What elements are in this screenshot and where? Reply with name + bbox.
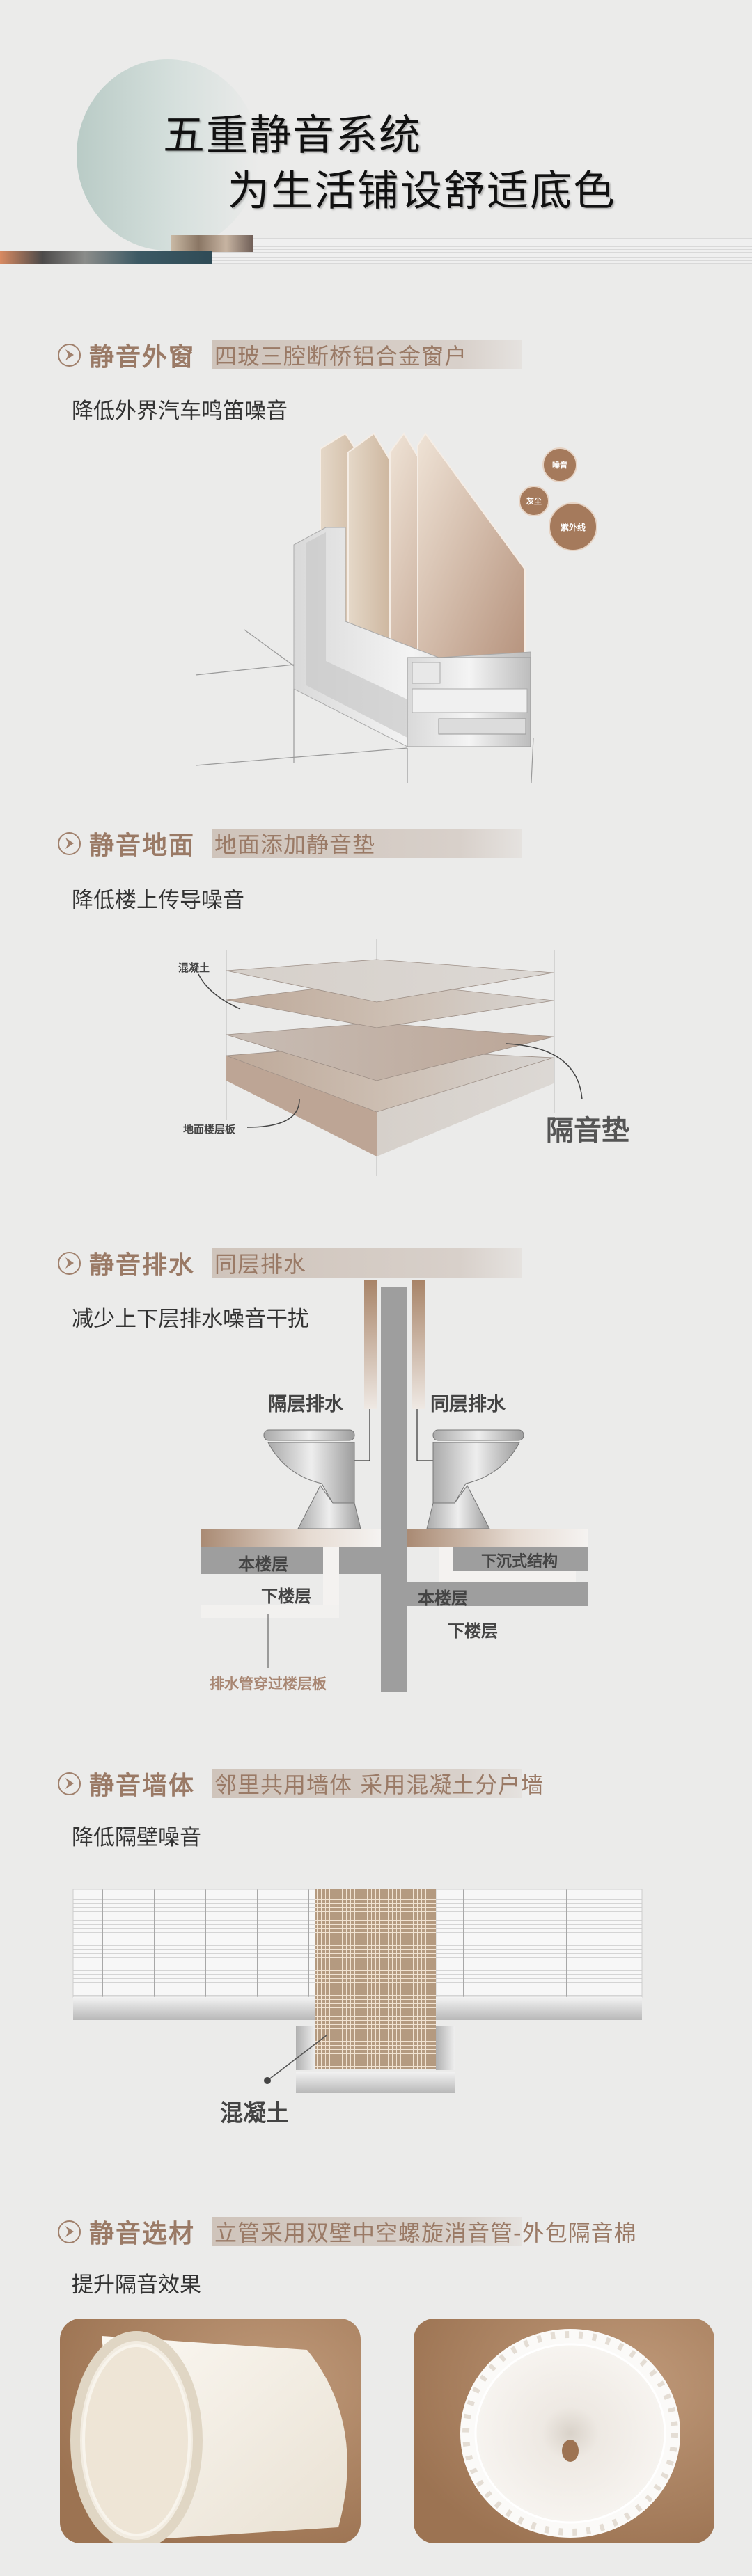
section-highlight: 地面添加静音垫	[214, 832, 376, 858]
section-title: 静音排水	[89, 1251, 196, 1280]
label-this-floor-left: 本楼层	[238, 1555, 288, 1574]
floor-slab-left	[226, 1056, 377, 1156]
highlight-box	[212, 829, 522, 858]
chevron-circle-icon	[58, 1772, 81, 1795]
section-title: 静音外窗	[89, 343, 196, 372]
section-highlight: 邻里共用墙体 采用混凝土分户墙	[214, 1772, 545, 1798]
wall-left	[72, 1889, 316, 1998]
label-concrete: 混凝土	[178, 962, 210, 974]
main-stack-pipe	[381, 1287, 407, 1692]
chevron-circle-icon	[58, 2220, 81, 2243]
section-subtitle: 提升隔音效果	[72, 2273, 201, 2298]
section-heading-window: 静音外窗 四玻三腔断桥铝合金窗户	[58, 340, 522, 372]
hero-photo-strip-top	[171, 235, 253, 252]
highlight-box	[212, 1769, 522, 1798]
label-this-floor-right: 本楼层	[418, 1589, 468, 1608]
hero-line-strip-top	[253, 238, 752, 252]
glass-pane-4	[417, 432, 526, 679]
section-highlight: 同层排水	[214, 1251, 307, 1278]
label-sound-pad: 隔音垫	[546, 1115, 629, 1147]
hero-line-strip-bottom	[212, 252, 752, 264]
section-title: 静音墙体	[89, 1772, 196, 1800]
bubble-uv: 紫外线	[549, 502, 597, 551]
section-heading-material: 静音选材 立管采用双壁中空螺旋消音管-外包隔音棉	[58, 2217, 637, 2248]
wall-right	[435, 1889, 643, 1998]
hero-decor-circle	[77, 59, 259, 251]
hero-title-line2: 为生活铺设舒适底色	[228, 167, 616, 216]
label-concrete-wall: 混凝土	[220, 2099, 289, 2126]
toilet-left	[263, 1429, 361, 1529]
floor-slab-right	[377, 1058, 554, 1156]
drainage-diagram	[201, 1280, 588, 1692]
section-heading-floor: 静音地面 地面添加静音垫	[58, 829, 522, 860]
section-highlight: 四玻三腔断桥铝合金窗户	[214, 343, 468, 369]
label-sunken-structure: 下沉式结构	[481, 1553, 558, 1571]
highlight-box	[212, 340, 522, 369]
window-diagram	[195, 432, 534, 784]
section-subtitle: 减少上下层排水噪音干扰	[72, 1307, 309, 1332]
label-floor-slab: 地面楼层板	[183, 1123, 236, 1136]
section-heading-drainage: 静音排水 同层排水	[58, 1248, 522, 1280]
section-highlight: 立管采用双壁中空螺旋消音管-外包隔音棉	[214, 2220, 637, 2246]
label-lower-floor-right: 下楼层	[448, 1621, 498, 1641]
wall-diagram	[72, 1889, 643, 2093]
pipe-photo-side	[60, 2319, 361, 2543]
bubble-noise: 噪音	[542, 447, 577, 482]
label-separate-floor-drain: 隔层排水	[268, 1394, 343, 1415]
section-subtitle: 降低外界汽车鸣笛噪音	[72, 399, 288, 424]
label-lower-floor-left: 下楼层	[261, 1587, 311, 1606]
hero-photo-strip-bottom	[0, 251, 212, 264]
chevron-circle-icon	[58, 1251, 81, 1275]
section-heading-wall: 静音墙体 邻里共用墙体 采用混凝土分户墙	[58, 1769, 545, 1800]
section-subtitle: 降低隔壁噪音	[72, 1825, 201, 1850]
toilet-right	[426, 1429, 524, 1529]
pipe-photo-front	[414, 2319, 714, 2543]
section-title: 静音选材	[89, 2220, 196, 2248]
chevron-circle-icon	[58, 343, 81, 367]
concrete-wall	[315, 1889, 436, 2069]
label-pipe-through-slab: 排水管穿过楼层板	[210, 1676, 327, 1692]
top-layer	[226, 959, 554, 1003]
pad-layer	[226, 1022, 554, 1081]
label-same-floor-drain: 同层排水	[430, 1394, 506, 1415]
floor-layers-diagram	[198, 939, 583, 1176]
section-title: 静音地面	[89, 832, 196, 860]
section-subtitle: 降低楼上传导噪音	[72, 888, 244, 913]
hero-title-line1: 五重静音系统	[163, 111, 422, 160]
bubble-dust: 灰尘	[519, 486, 549, 516]
chevron-circle-icon	[58, 832, 81, 855]
highlight-box	[212, 2217, 522, 2246]
highlight-box	[212, 1248, 522, 1278]
